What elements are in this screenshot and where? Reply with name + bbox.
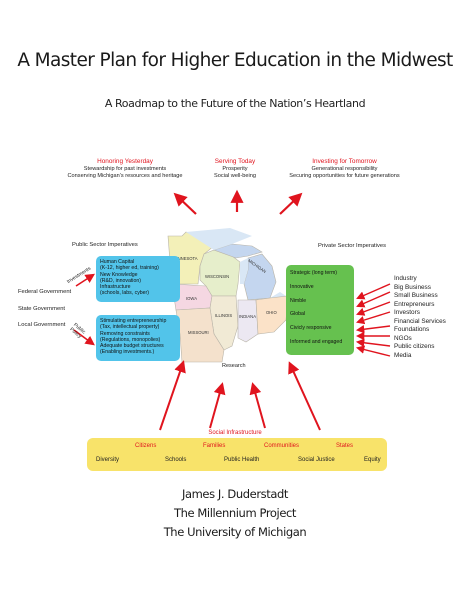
author-institution: The University of Michigan <box>163 525 307 539</box>
goal-title: Serving Today <box>214 158 256 165</box>
public-box-line: (Regulations, monopolies) <box>100 336 161 343</box>
private-qualities-box: Strategic (long term) Innovative Nimble … <box>286 265 354 355</box>
research-label: Research <box>222 363 246 369</box>
public-box-line: Removing constraints <box>100 330 150 337</box>
private-actor: Entrepreneurs <box>394 300 435 308</box>
private-actors-list: Industry Big Business Small Business Ent… <box>394 275 446 360</box>
private-actor: Industry <box>394 275 417 282</box>
goal-investing-tomorrow: Investing for Tomorrow Generational resp… <box>282 158 407 180</box>
page-subtitle: A Roadmap to the Future of the Nation’s … <box>104 97 366 110</box>
private-quality: Innovative <box>290 283 314 290</box>
state-shape-indiana <box>237 299 259 343</box>
public-policy-box: Stimulating entrepreneurship (Tax, intel… <box>96 315 180 361</box>
public-actor: Federal Government <box>18 289 72 295</box>
goal-line: Generational responsibility <box>311 166 378 172</box>
public-box-line: Infrastructure <box>100 284 131 291</box>
goal-line: Securing opportunities for future genera… <box>289 173 400 179</box>
page-title: A Master Plan for Higher Education in th… <box>17 50 453 71</box>
public-investment-box: Human Capital (K-12, higher ed, training… <box>96 256 180 302</box>
state-shape-wisconsin <box>199 249 241 297</box>
goal-line: Social well-being <box>214 173 256 179</box>
public-box-line: (R&D, innovation) <box>100 277 141 284</box>
public-arrows <box>73 273 96 346</box>
public-box-line: Human Capital <box>100 259 135 265</box>
private-actor: Small Business <box>394 292 438 299</box>
goal-serving-today: Serving Today Prosperity Social well-bei… <box>195 158 275 180</box>
infrastructure-group: Citizens <box>135 443 157 449</box>
goal-line: Stewardship for past investments <box>83 166 167 172</box>
private-actor: NGOs <box>394 334 412 342</box>
public-box-line: New Knowledge <box>100 271 138 278</box>
social-infrastructure-band <box>87 438 387 471</box>
state-label: OHIO <box>266 310 277 315</box>
private-quality: Strategic (long term) <box>290 270 337 276</box>
private-actor: Foundations <box>394 326 430 333</box>
midwest-map <box>167 228 292 363</box>
public-sector-heading: Public Sector Imperatives <box>72 242 138 248</box>
private-quality: Civicly responsive <box>290 325 332 332</box>
goal-arrows <box>173 189 303 215</box>
great-lakes <box>240 258 248 284</box>
goal-honoring-yesterday: Honoring Yesterday Stewardship for past … <box>65 158 185 180</box>
goal-title: Honoring Yesterday <box>97 158 153 165</box>
state-label: IOWA <box>186 296 198 301</box>
state-label: ILLINOIS <box>215 313 233 318</box>
author-name: James J. Duderstadt <box>181 487 289 501</box>
private-quality: Nimble <box>290 297 307 304</box>
private-actor: Big Business <box>394 283 431 291</box>
infrastructure-value: Public Health <box>224 457 260 463</box>
public-box-line: (Enabling investments.) <box>100 349 155 356</box>
private-actor: Media <box>394 351 412 359</box>
private-actor: Public citizens <box>394 343 435 350</box>
public-box-line: (schools, labs, cyber) <box>100 290 150 297</box>
private-quality: Global <box>290 311 305 318</box>
infrastructure-group: Communities <box>264 443 300 449</box>
state-label: MINNESOTA <box>173 256 198 261</box>
goal-line: Prosperity <box>222 166 248 172</box>
public-box-line: (K-12, higher ed, training) <box>100 265 159 272</box>
public-actor: State Government <box>18 306 66 312</box>
infrastructure-group: Families <box>203 443 226 449</box>
state-shape-ohio <box>255 295 289 335</box>
state-label: MISSOURI <box>188 330 209 335</box>
goal-title: Investing for Tomorrow <box>312 158 377 165</box>
author-project: The Millennium Project <box>173 506 297 520</box>
state-shape-missouri <box>175 307 225 363</box>
private-actor: Investors <box>394 309 420 316</box>
state-label: INDIANA <box>239 314 256 319</box>
state-label: WISCONSIN <box>205 274 230 279</box>
infrastructure-value: Social Justice <box>298 457 335 463</box>
infrastructure-value: Schools <box>165 457 187 463</box>
infrastructure-value: Equity <box>364 457 381 463</box>
social-infrastructure-heading: Social Infrastructure <box>208 430 262 436</box>
infrastructure-value: Diversity <box>96 457 120 463</box>
public-box-line: Stimulating entrepreneurship <box>100 318 167 324</box>
great-lakes <box>186 228 252 250</box>
private-actor: Financial Services <box>394 317 446 325</box>
private-arrows <box>355 283 391 357</box>
private-sector-heading: Private Sector Imperatives <box>318 243 386 249</box>
public-actor: Local Government <box>18 322 66 328</box>
private-quality: Informed and engaged <box>290 338 343 345</box>
public-box-line: Adequate budget structures <box>100 343 164 350</box>
public-box-line: (Tax, intellectual property) <box>100 324 160 331</box>
infrastructure-group: States <box>336 443 354 449</box>
goal-line: Conserving Michigan’s resources and heri… <box>67 173 183 179</box>
infrastructure-arrows <box>159 360 321 431</box>
